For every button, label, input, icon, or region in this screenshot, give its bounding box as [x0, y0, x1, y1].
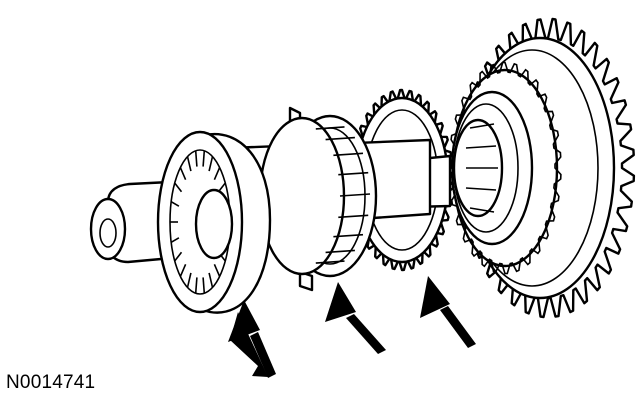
sleeve-spline [213, 167, 221, 181]
sleeve-spline [186, 156, 192, 172]
cage-bar [333, 152, 364, 157]
sleeve-spline [194, 150, 198, 167]
sleeve-spline [202, 277, 206, 294]
shift-sleeve [156, 130, 272, 314]
gear [448, 17, 636, 319]
sleeve-spline [174, 182, 183, 193]
cage-bar [325, 249, 355, 254]
sleeve-spline [174, 251, 183, 262]
cage-bar [315, 260, 345, 264]
sleeve-spline [208, 272, 214, 288]
sleeve-spline [179, 167, 187, 181]
cage-bar [315, 126, 345, 130]
figure-reference-code: N0014741 [6, 372, 96, 393]
sleeve-spline [202, 150, 206, 167]
callout-arrow-sleeve [228, 300, 276, 378]
sleeve-spline [170, 201, 180, 207]
blocking-ring [258, 106, 378, 292]
callout-arrow-blocking-ring [325, 282, 386, 354]
cage-bar [338, 171, 369, 176]
cage-bar [333, 233, 364, 238]
sleeve-spline [213, 263, 221, 277]
sleeve-spline [170, 237, 180, 243]
blocking-ring-bars [315, 126, 371, 264]
cage-bar [339, 193, 371, 197]
cage-bar [325, 136, 355, 141]
sleeve-spline [186, 272, 192, 288]
sleeve-spline [208, 156, 214, 172]
callout-arrow-synchro-ring [420, 276, 476, 348]
cage-bar [338, 214, 369, 219]
sleeve-spline [179, 263, 187, 277]
sleeve-spline [194, 277, 198, 294]
